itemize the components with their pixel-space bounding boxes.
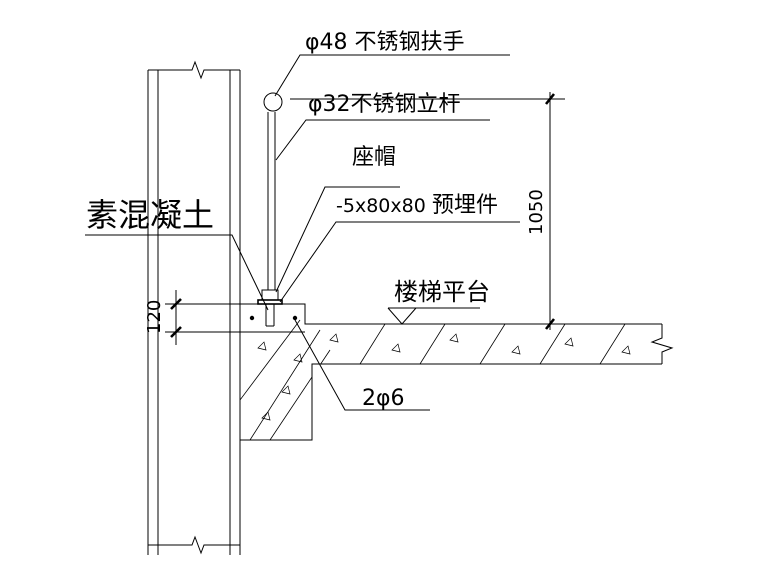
label-cap: 座帽 xyxy=(352,145,396,170)
label-landing: 楼梯平台 xyxy=(394,278,490,306)
leader-lines xyxy=(85,54,520,411)
concrete-slab xyxy=(239,303,674,441)
label-dim-curb: 120 xyxy=(144,300,165,334)
wall-break-bottom xyxy=(148,535,240,555)
label-embed-name: 预埋件 xyxy=(432,193,498,218)
label-post: φ32不锈钢立杆 xyxy=(308,92,461,117)
label-rebar: 2φ6 xyxy=(362,386,405,411)
label-dim-height: 1050 xyxy=(526,189,547,235)
wall-break-top xyxy=(148,60,240,80)
dimension-1050 xyxy=(290,92,565,330)
wall xyxy=(147,60,241,555)
handrail-section xyxy=(263,92,283,112)
label-concrete: 素混凝土 xyxy=(86,196,214,234)
label-handrail: φ48 不锈钢扶手 xyxy=(305,30,465,55)
slab-break-right xyxy=(650,324,674,364)
rebar xyxy=(249,315,298,321)
text-labels: φ48 不锈钢扶手 φ32不锈钢立杆 座帽 -5x80x80 预埋件 素混凝土 … xyxy=(86,30,547,411)
embedded-plate xyxy=(257,289,283,327)
dimension-120 xyxy=(165,290,242,345)
slab-hatching xyxy=(240,319,631,440)
label-embed-size: -5x80x80 xyxy=(336,195,426,217)
post-and-handrail xyxy=(263,92,283,290)
